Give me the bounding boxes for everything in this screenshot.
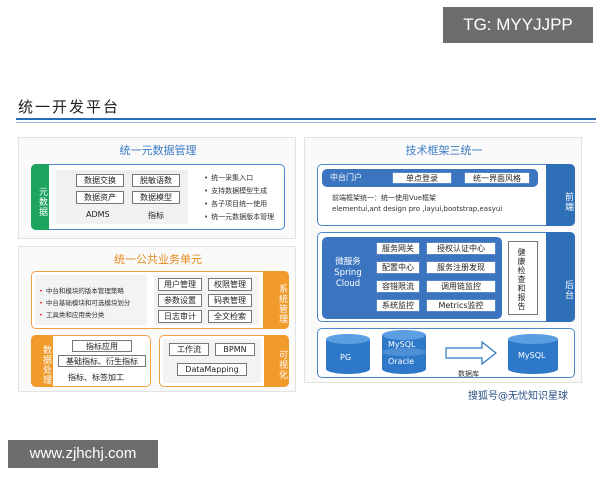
chip-indicator-application: 指标应用 [72,340,132,352]
frontend-side-label: 前端 [546,164,575,226]
tech-framework-title: 技术框架三统一 [405,144,483,157]
frontend-line-1: 前端框架统一：统一使用Vue框架 [332,194,437,202]
microservice-label: 微服务 Spring Cloud [326,257,370,290]
mgmt-bullet-1: 中台和模块的版本管理策略 [39,285,124,295]
chip-service-registry: 服务注册发现 [426,261,496,274]
common-business-panel: 统一公共业务单元 中台和模块的版本管理策略 中台基础模块和可选模块划分 工具类和… [18,246,296,392]
chip-desensitize: 脱敏语数 [132,174,180,187]
chip-datamapping: DataMapping [177,363,247,376]
db-label-oracle: Oracle [388,357,415,366]
metadata-side-label: 元数据 [31,164,49,230]
microservice-label-line-2: Spring [334,268,362,278]
db-label-mysql-target: MySQL [518,351,546,360]
mgmt-bullets-area: 中台和模块的版本管理策略 中台基础模块和可选模块划分 工具类和应用类分类 [35,275,147,325]
chip-fault-tolerance: 容错限流 [376,280,420,293]
title-underline-thin [16,122,596,123]
metadata-bullet-4: 统一元数据版本管理 [204,212,274,222]
microservice-area: 微服务 Spring Cloud 服务网关 授权认证中心 配置中心 服务注册发现… [322,237,502,319]
mgmt-bullet-2: 中台基础模块和可选模块划分 [39,297,131,307]
arrow-icon [445,340,497,366]
chip-auth-center: 授权认证中心 [426,242,496,255]
metadata-chip-area: 数据交换 脱敏语数 数据资产 数据模型 ADMS 指标 [56,170,188,224]
backend-side-label: 后台 [546,232,575,322]
chip-bpmn: BPMN [215,343,255,356]
db-cylinder-pg [326,334,370,374]
portal-bar: 中台门户 单点登录 统一界面风格 [322,169,538,187]
chip-sso: 单点登录 [392,172,452,184]
chip-base-derived-indicators: 基础指标、衍生指标 [58,355,146,367]
chip-permission-mgmt: 权限管理 [208,278,252,291]
label-adms: ADMS [86,210,110,219]
chip-workflow: 工作流 [169,343,209,356]
chip-data-model: 数据模型 [132,191,180,204]
backend-box: 微服务 Spring Cloud 服务网关 授权认证中心 配置中心 服务注册发现… [317,232,575,322]
chip-system-monitor: 系统监控 [376,299,420,312]
chip-config-center: 配置中心 [376,261,420,274]
microservice-label-line-3: Cloud [335,279,361,289]
chip-param-settings: 参数设置 [158,294,202,307]
label-indicator: 指标 [148,211,164,220]
metadata-box: 元数据 数据交换 脱敏语数 数据资产 数据模型 ADMS 指标 统一采集入口 支… [31,164,285,230]
db-arrow-label: 数据库 [458,370,479,378]
data-processing-side-label: 数据处理 [31,335,53,387]
common-business-title: 统一公共业务单元 [114,253,202,266]
microservice-label-line-1: 微服务 [335,257,361,267]
metadata-bullet-1: 统一采集入口 [204,173,253,183]
data-processing-box: 数据处理 指标应用 基础指标、衍生指标 指标、标签加工 [31,335,151,387]
visualization-box: 工作流 BPMN DataMapping 可视化 [159,335,289,387]
db-label-mysql: MySQL [388,340,416,349]
metadata-panel-title: 统一元数据管理 [119,144,197,157]
visualization-side-label: 可视化 [264,335,289,387]
mgmt-chip-area: 用户管理 权限管理 参数设置 码表管理 日志审计 全文检索 [154,275,258,325]
db-cylinder-mysql-oracle [382,330,426,374]
portal-header: 中台门户 [330,173,362,182]
metadata-panel: 统一元数据管理 元数据 数据交换 脱敏语数 数据资产 数据模型 ADMS 指标 … [18,137,296,239]
metadata-bullet-3: 各子项目统一使用 [204,199,267,209]
title-underline [16,118,596,120]
chip-fulltext-search: 全文检索 [208,310,252,323]
database-diagram [326,330,558,374]
chip-metrics-monitor: Metrics监控 [426,299,496,312]
chip-user-mgmt: 用户管理 [158,278,202,291]
db-cylinder-mysql-target [508,334,558,374]
mgmt-bullet-3: 工具类和应用类分类 [39,309,105,319]
frontend-line-2: elementui,ant design pro ,layui,bootstra… [332,205,503,213]
health-check-label: 健康检查和报告 [517,248,526,311]
watermark-top-right: TG: MYYJJPP [443,7,593,43]
metadata-bullet-2: 支持数据模型生成 [204,186,267,196]
watermark-bottom-left: www.zjhchj.com [8,440,158,468]
label-indicator-tag-processing: 指标、标签加工 [68,373,124,382]
footer-watermark: 搜狐号@无忧知识星球 [468,391,568,402]
chip-code-table: 码表管理 [208,294,252,307]
chip-call-chain-monitor: 调用链监控 [426,280,496,293]
system-mgmt-side-label: 系统管理 [263,271,289,329]
frontend-box: 中台门户 单点登录 统一界面风格 前端框架统一：统一使用Vue框架 elemen… [317,164,575,226]
db-label-pg: PG [340,353,352,362]
database-box: PG MySQL Oracle MySQL 数据库 [317,328,575,378]
system-mgmt-box: 中台和模块的版本管理策略 中台基础模块和可选模块划分 工具类和应用类分类 用户管… [31,271,289,329]
page-title: 统一开发平台 [18,98,121,116]
chip-data-assets: 数据资产 [76,191,124,204]
chip-service-gateway: 服务网关 [376,242,420,255]
tech-framework-panel: 技术框架三统一 中台门户 单点登录 统一界面风格 前端框架统一：统一使用Vue框… [304,137,582,383]
health-check-box: 健康检查和报告 [508,241,538,315]
chip-data-exchange: 数据交换 [76,174,124,187]
chip-unified-ui-style: 统一界面风格 [464,172,530,184]
chip-log-audit: 日志审计 [158,310,202,323]
viz-chip-area: 工作流 BPMN DataMapping [163,339,261,383]
